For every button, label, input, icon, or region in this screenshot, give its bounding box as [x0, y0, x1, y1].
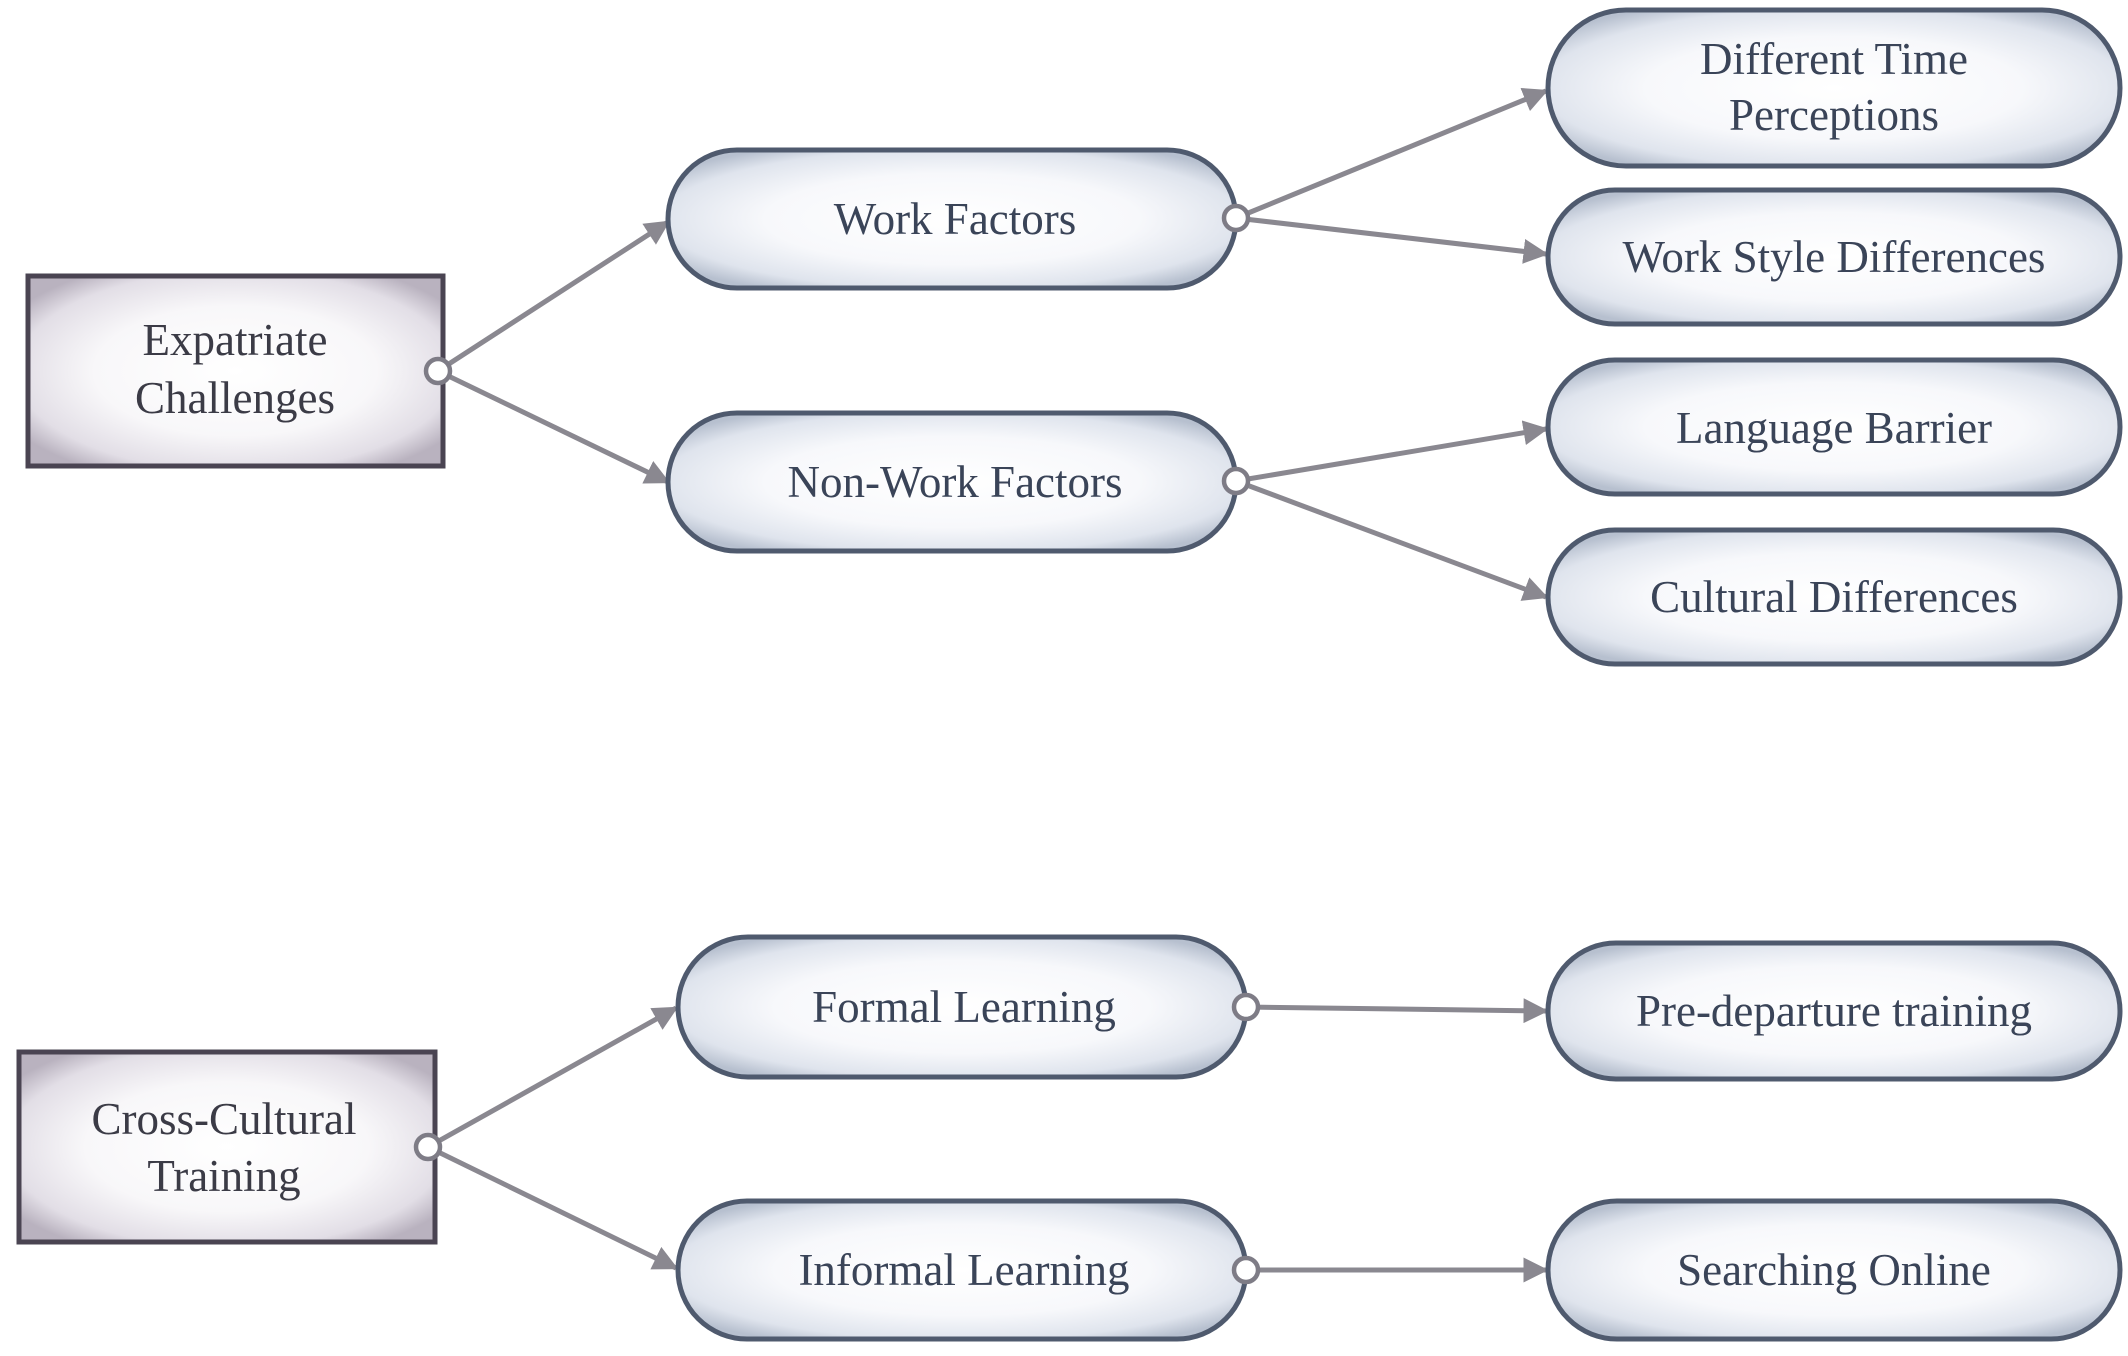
node-cultural-differences: Cultural Differences: [1545, 527, 2123, 667]
edge-formal-to-predeparture: [1245, 998, 1549, 1024]
ports-challenges: [423, 203, 1251, 496]
cultural-differences-label: Cultural Differences: [1650, 572, 2018, 622]
root-label-line-1: Expatriate: [143, 315, 328, 365]
port-root-challenges: [423, 356, 453, 386]
informal-learning-label: Informal Learning: [798, 1245, 1129, 1295]
port-non-work-factors: [1221, 466, 1251, 496]
work-factors-label: Work Factors: [834, 194, 1077, 244]
edge-work-to-time-perceptions: [1235, 87, 1549, 221]
node-language-barrier: Language Barrier: [1545, 357, 2123, 497]
root-expatriate-challenges: Expatriate Challenges: [25, 273, 446, 469]
port-informal-learning: [1231, 1255, 1261, 1285]
training-root-label-line-1: Cross-Cultural: [92, 1094, 357, 1144]
node-formal-learning: Formal Learning: [675, 934, 1249, 1080]
node-searching-online: Searching Online: [1545, 1198, 2123, 1342]
time-perceptions-label-line-2: Perceptions: [1729, 90, 1939, 140]
edge-root-to-work-factors: [436, 219, 671, 374]
training-root-label-line-2: Training: [147, 1151, 300, 1201]
edge-root-to-formal: [426, 1005, 679, 1150]
language-barrier-label: Language Barrier: [1676, 403, 1992, 453]
edge-root-to-informal: [426, 1144, 679, 1271]
port-formal-learning: [1231, 992, 1261, 1022]
non-work-factors-label: Non-Work Factors: [787, 457, 1122, 507]
searching-online-label: Searching Online: [1677, 1245, 1991, 1295]
node-informal-learning: Informal Learning: [675, 1198, 1249, 1342]
edge-nonwork-to-cultural: [1235, 478, 1549, 601]
work-style-label: Work Style Differences: [1623, 232, 2046, 282]
node-pre-departure-training: Pre-departure training: [1545, 940, 2123, 1082]
edge-nonwork-to-language: [1235, 420, 1549, 484]
formal-learning-label: Formal Learning: [812, 982, 1116, 1032]
time-perceptions-label-line-1: Different Time: [1700, 34, 1968, 84]
node-different-time-perceptions: Different Time Perceptions: [1545, 7, 2123, 169]
node-work-factors: Work Factors: [665, 147, 1239, 291]
node-work-style-differences: Work Style Differences: [1545, 187, 2123, 327]
edge-work-to-work-style: [1235, 215, 1549, 264]
ports-training: [413, 992, 1261, 1285]
pre-departure-label: Pre-departure training: [1636, 986, 2032, 1036]
edges-training: [426, 998, 1549, 1283]
edges-challenges: [436, 87, 1549, 601]
port-root-training: [413, 1132, 443, 1162]
port-work-factors: [1221, 203, 1251, 233]
root-label-line-2: Challenges: [135, 373, 335, 423]
root-cross-cultural-training: Cross-Cultural Training: [16, 1049, 438, 1245]
node-non-work-factors: Non-Work Factors: [665, 410, 1239, 554]
edge-root-to-non-work-factors: [436, 368, 671, 485]
